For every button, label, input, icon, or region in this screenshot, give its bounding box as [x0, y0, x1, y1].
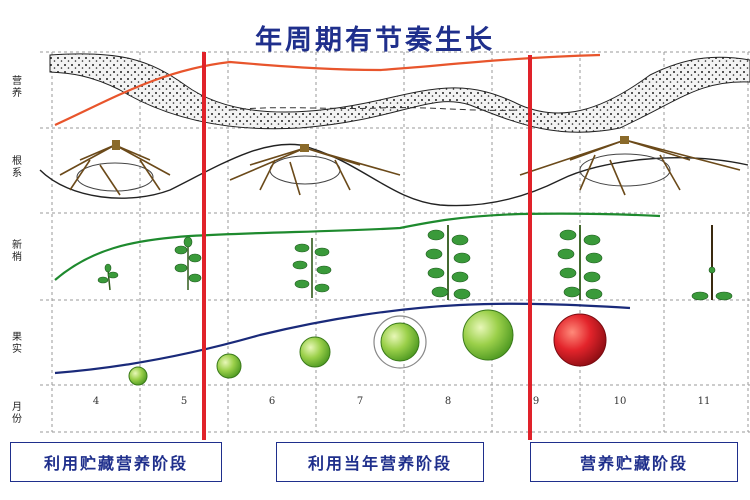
row-label-nutrition: 营养 — [12, 76, 22, 99]
apple-month-4 — [128, 366, 148, 386]
shoot-plant-5 — [174, 236, 202, 290]
shoot-plant-11 — [691, 225, 733, 301]
month-label: 10 — [613, 396, 627, 407]
month-label: 9 — [532, 396, 540, 407]
month-label: 8 — [444, 396, 452, 407]
row-label-fruit: 果实 — [12, 332, 22, 355]
shoot-plant-6 — [292, 238, 332, 298]
shoot-growth-curve — [54, 212, 661, 281]
row-label-month: 月份 — [12, 402, 22, 425]
fruits — [128, 309, 607, 386]
storage-nutrient-band — [49, 53, 750, 133]
shoot-plant-7 — [425, 225, 471, 300]
fruit-growth-curve — [54, 302, 631, 375]
diagram-title: 年周期有节奏生长 — [255, 25, 495, 56]
apple-month-6 — [299, 336, 331, 368]
grid — [40, 51, 750, 433]
apple-month-8 — [462, 309, 514, 361]
apple-month-5 — [216, 353, 242, 379]
nutrition-curve — [54, 53, 601, 127]
nutrient-dashed-line — [229, 107, 521, 111]
root-curve — [39, 143, 749, 207]
new-shoot-plants — [97, 225, 733, 301]
apple-month-7 — [380, 322, 420, 362]
root-system — [39, 136, 749, 207]
apple-month-7-ring — [373, 315, 427, 369]
stage-nutrient-storage: 营养贮藏阶段 — [530, 442, 738, 482]
apple-month-10-red — [553, 313, 607, 367]
month-label: 11 — [697, 396, 711, 407]
month-label: 4 — [92, 396, 100, 407]
shoot-plant-9 — [557, 225, 603, 300]
stage-storage-nutrition: 利用贮藏营养阶段 — [10, 442, 222, 482]
month-label: 5 — [180, 396, 188, 407]
stage-current-year-nutrition: 利用当年营养阶段 — [276, 442, 484, 482]
month-label: 6 — [268, 396, 276, 407]
row-label-shoots: 新梢 — [12, 240, 22, 263]
row-label-roots: 根系 — [12, 156, 22, 179]
month-label: 7 — [356, 396, 364, 407]
shoot-sprout-4 — [97, 263, 119, 291]
stage-dividers — [202, 52, 532, 440]
